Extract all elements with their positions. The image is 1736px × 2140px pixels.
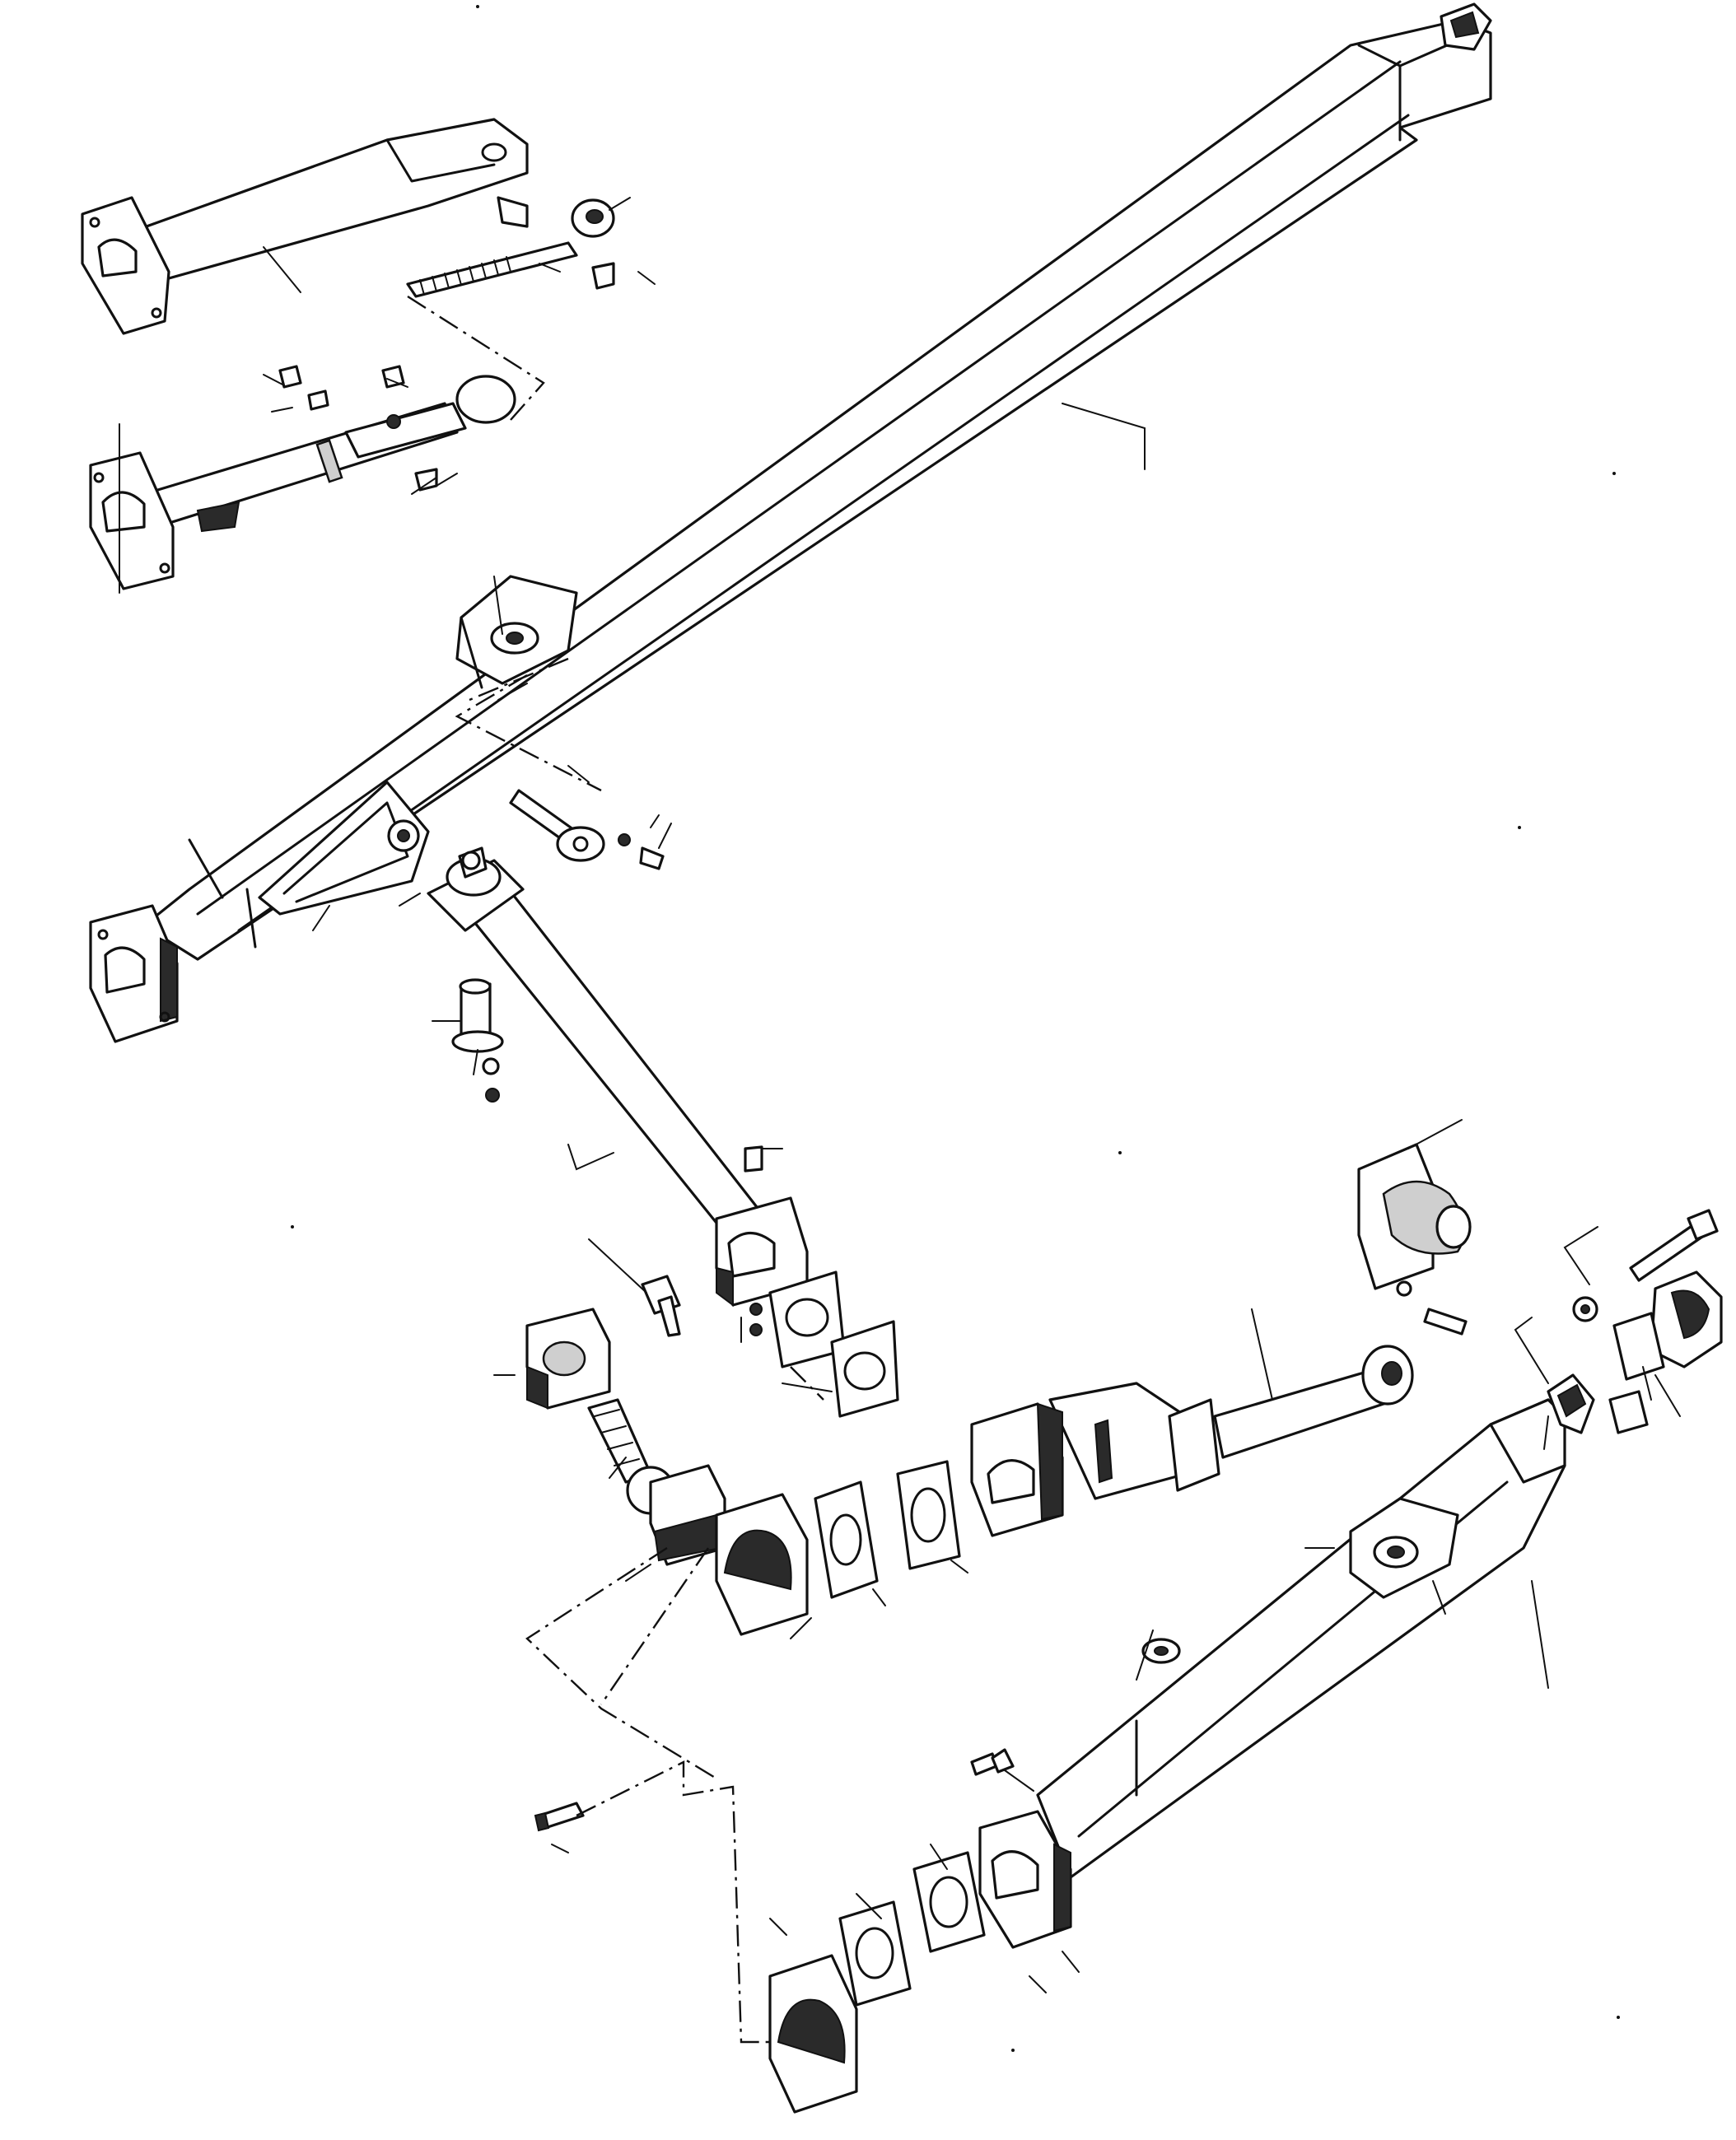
beam-lower-bracket — [258, 781, 430, 916]
right-hinge-assembly — [1572, 1209, 1723, 1434]
scan-specks — [291, 5, 1620, 2052]
threaded-rod-eye — [406, 196, 615, 298]
gasket-center-b — [896, 1460, 961, 1570]
beam-upper-bracket — [455, 575, 578, 689]
dome-cap-center — [715, 1493, 809, 1636]
lower-beam-end-flange — [978, 1810, 1072, 1949]
center-fasteners — [641, 1145, 763, 1337]
bolt-right-mid — [970, 1748, 1015, 1776]
assembly-dash-lines — [407, 295, 824, 2044]
gasket-upper-a — [768, 1270, 846, 1368]
main-beam-end-flange — [89, 904, 179, 1043]
pivot-pin-lower — [451, 978, 504, 1103]
ball-socket-flange — [525, 1308, 611, 1410]
socket-bracket-center — [649, 1464, 726, 1566]
right-hydraulic-cylinder — [970, 1345, 1414, 1537]
gasket-center-a — [814, 1480, 879, 1599]
upper-hydraulic-cylinder — [89, 365, 516, 590]
lower-right-beam — [1036, 1373, 1595, 1879]
callout-leader-lines — [119, 197, 1681, 1993]
upper-strut-arm — [81, 118, 529, 335]
main-frame-beam — [147, 2, 1492, 961]
grease-fitting — [534, 1802, 585, 1832]
socket-bracket-top-right — [1357, 1143, 1472, 1336]
bottom-gasket-b — [838, 1900, 912, 2007]
gasket-upper-b — [830, 1320, 899, 1418]
bottom-dome-cap — [768, 1954, 858, 2114]
bottom-gasket-a — [912, 1851, 986, 1953]
middle-diagonal-strut — [427, 846, 809, 1307]
pivot-pin-upper — [509, 789, 665, 870]
